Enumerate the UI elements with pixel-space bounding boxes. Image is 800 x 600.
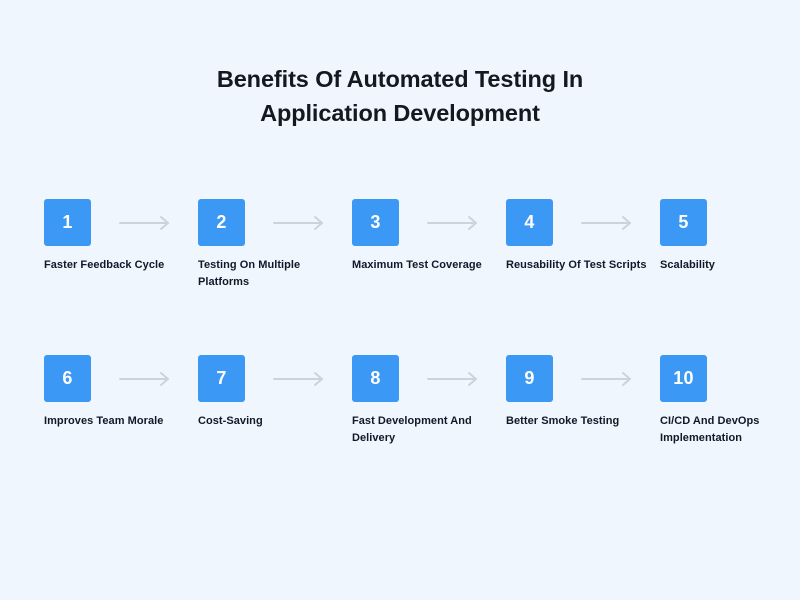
step-item-4: 4 Reusability Of Test Scripts <box>506 199 660 319</box>
step-item-9: 9 Better Smoke Testing <box>506 355 660 475</box>
arrow-right-icon-6 <box>118 371 174 387</box>
step-item-3: 3 Maximum Test Coverage <box>352 199 506 319</box>
step-number-badge-5: 5 <box>660 199 707 246</box>
step-row-1: 1 Faster Feedback Cycle 2 Testing On Mul… <box>0 199 800 319</box>
page-title-line-1: Benefits Of Automated Testing In <box>216 66 584 92</box>
step-number-badge-1: 1 <box>44 199 91 246</box>
step-number-badge-10: 10 <box>660 355 707 402</box>
step-number-badge-3: 3 <box>352 199 399 246</box>
step-label-5: Scalability <box>660 259 715 271</box>
arrow-right-icon-7 <box>272 371 328 387</box>
step-number-badge-9: 9 <box>506 355 553 402</box>
step-item-1: 1 Faster Feedback Cycle <box>44 199 198 319</box>
step-number-badge-2: 2 <box>198 199 245 246</box>
step-item-2: 2 Testing On Multiple Platforms <box>198 199 352 319</box>
step-number-badge-6: 6 <box>44 355 91 402</box>
step-label-6: Improves Team Morale <box>44 415 164 427</box>
page-title: Benefits Of Automated Testing In Applica… <box>100 62 700 130</box>
step-item-10: 10 CI/CD And DevOps Implementation <box>660 355 800 475</box>
step-label-8: Fast Development And Delivery <box>352 415 472 444</box>
step-number-badge-8: 8 <box>352 355 399 402</box>
arrow-right-icon-1 <box>118 215 174 231</box>
arrow-right-icon-4 <box>580 215 636 231</box>
step-item-7: 7 Cost-Saving <box>198 355 352 475</box>
arrow-right-icon-8 <box>426 371 482 387</box>
page-title-line-2: Application Development <box>260 100 540 126</box>
step-label-3: Maximum Test Coverage <box>352 259 482 271</box>
step-item-8: 8 Fast Development And Delivery <box>352 355 506 475</box>
step-label-10: CI/CD And DevOps Implementation <box>660 415 760 444</box>
step-label-4: Reusability Of Test Scripts <box>506 259 647 271</box>
step-number-badge-7: 7 <box>198 355 245 402</box>
step-number-badge-4: 4 <box>506 199 553 246</box>
step-item-6: 6 Improves Team Morale <box>44 355 198 475</box>
arrow-right-icon-2 <box>272 215 328 231</box>
step-item-5: 5 Scalability <box>660 199 800 319</box>
step-label-7: Cost-Saving <box>198 415 263 427</box>
step-label-9: Better Smoke Testing <box>506 415 620 427</box>
step-label-1: Faster Feedback Cycle <box>44 259 165 271</box>
arrow-right-icon-3 <box>426 215 482 231</box>
arrow-right-icon-9 <box>580 371 636 387</box>
step-label-2: Testing On Multiple Platforms <box>198 259 301 288</box>
step-row-2: 6 Improves Team Morale 7 Cost-Saving 8 F <box>0 355 800 475</box>
